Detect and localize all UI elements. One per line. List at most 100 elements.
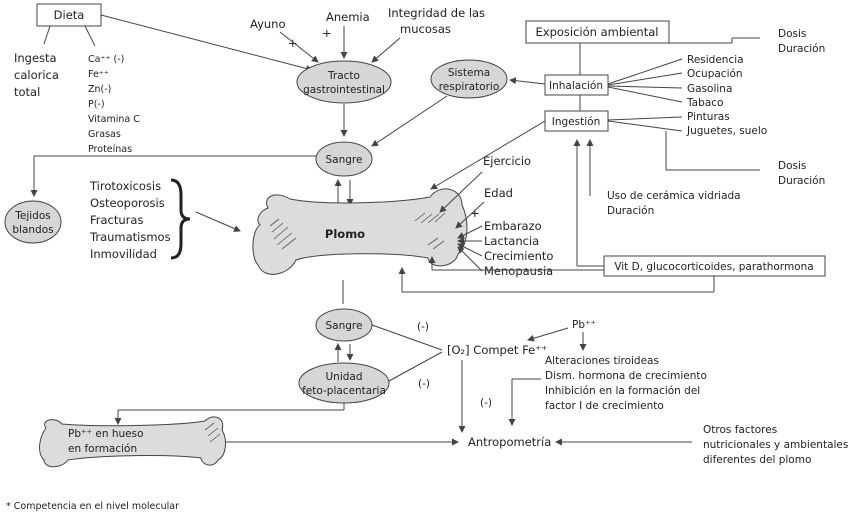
nutrient-6: Proteínas [88,144,132,155]
nutrient-1: Fe⁺⁺ [88,69,109,80]
unidad-line-1: Unidad [325,371,362,383]
dieta-connector-left [43,25,51,45]
nutrient-5: Grasas [88,129,121,140]
anemia-plus: + [322,26,332,40]
exposicion-title: Exposición ambiental [536,25,659,39]
ingest-item-0: Pinturas [687,111,730,123]
vitd-label: Vit D, glucocorticoides, parathormona [614,261,813,273]
effect-2: Inhibición en la formación del [545,385,700,397]
inhal-fan-3 [607,86,683,103]
edad-label: Edad [484,186,513,200]
plomo-bone [252,188,468,275]
edad-plus: + [470,206,480,220]
integridad-line-1: Integridad de las [388,6,485,20]
sistema-line-2: respiratorio [439,81,500,93]
ceramica-line-1: Uso de cerámica vidriada [607,190,741,202]
pb-label: Pb⁺⁺ [572,319,596,331]
minus-label-2: (-) [418,378,430,390]
nutrient-2: Zn(-) [88,84,111,95]
arrow-ayuno [279,31,319,63]
minus-label-3: (-) [480,397,492,409]
effect-1: Dism. hormona de crecimiento [545,370,707,382]
inhal-item-1: Ocupación [687,68,743,80]
ayuno-label: Ayuno [250,17,286,31]
condition-2: Fracturas [90,213,143,227]
arrow-pb-compet [527,327,569,342]
otros-line-3: diferentes del plomo [703,454,811,466]
bone-hatch-left [269,218,297,250]
bone-hatch-right-bottom [427,237,445,250]
dieta-title: Dieta [54,8,85,22]
ingesta-line-2: calorica [14,68,59,82]
bone-factor-0: Embarazo [484,219,542,233]
anemia-label: Anemia [326,10,370,24]
arrow-inhal-sistema [509,77,546,85]
condition-0: Tirotoxicosis [89,179,161,193]
tracto-line-1: Tracto [327,70,360,82]
integridad-line-2: mucosas [400,22,451,36]
inhal-fan-1 [607,72,683,86]
inhalacion-label: Inhalación [549,80,603,92]
inhal-item-2: Gasolina [687,83,732,95]
tejidos-line-1: Tejidos [14,210,50,222]
sistema-line-1: Sistema [448,67,490,79]
bone-factor-2: Crecimiento [484,249,553,263]
unidad-line-2: feto-placentaria [302,385,386,397]
inhal-item-3: Tabaco [686,97,723,109]
ingest-fan-0 [607,116,683,121]
inhal-fan-0 [607,58,683,85]
tracto-line-2: gastrointestinal [303,84,385,96]
bone-factor-1: Lactancia [484,234,539,248]
otros-line-1: Otros factores [703,424,777,436]
arrow-integridad [371,37,401,63]
ceramica-line-2: Duración [607,205,654,217]
bone-factor-3: Menopausia [484,264,553,278]
sangre-top-label: Sangre [326,154,363,166]
effect-3: factor I de crecimiento [545,400,664,412]
condition-3: Traumatismos [89,230,171,244]
arrow-embarazo [457,225,483,239]
arrow-conditions-bone [195,211,241,232]
arrow-menopausia [457,246,483,272]
arrow-ejercicio [439,171,483,213]
compet-label: [O₂] Compet Fe⁺⁺ [447,343,547,357]
tracto-node [296,60,392,104]
hueso-line-1: Pb⁺⁺ en hueso [68,428,144,440]
ingest-item-1: Juguetes, suelo [686,125,767,137]
nutrient-3: P(-) [88,99,105,110]
sangre2-to-compet [371,324,443,351]
ingest-fan-1 [607,120,683,132]
dosis-bottom-1: Dosis [778,160,806,172]
footnote: * Competencia en el nivel molecular [6,501,179,512]
unidad-node [298,362,390,404]
small-bone-hatch [204,422,221,443]
sangre-bottom-label: Sangre [326,320,363,332]
otros-line-2: nutricionales y ambientales [703,439,848,451]
dosis-bottom-2: Duración [778,175,825,187]
dieta-connector-right [84,25,96,47]
ingesta-line-3: total [14,85,40,99]
bone-hatch-right-top [414,212,446,224]
nutrient-0: Ca⁺⁺ (-) [88,54,124,65]
arrow-crecimiento [457,243,483,257]
tejidos-node [4,200,62,244]
ayuno-plus: + [288,36,298,50]
unidad-to-compet [388,351,443,382]
ingestion-label: Ingestión [552,116,600,128]
arrow-ingest-bone [430,120,546,190]
inhal-item-0: Residencia [687,54,744,66]
sangre-node-top [315,141,373,177]
antropometria-label: Antropometría [468,435,551,449]
minus-label-1: (-) [417,321,429,333]
plomo-label: Plomo [325,227,365,241]
hueso-formacion-bone [39,416,226,468]
conditions-brace [170,178,191,260]
arrow-sistema-sangre [371,95,448,147]
hueso-line-2: en formación [68,443,137,455]
sistema-node [430,59,508,99]
condition-1: Osteoporosis [90,196,165,210]
arrow-dieta-tracto [100,14,313,72]
inhal-fan-2 [607,85,683,89]
tejidos-line-2: blandos [12,224,53,236]
